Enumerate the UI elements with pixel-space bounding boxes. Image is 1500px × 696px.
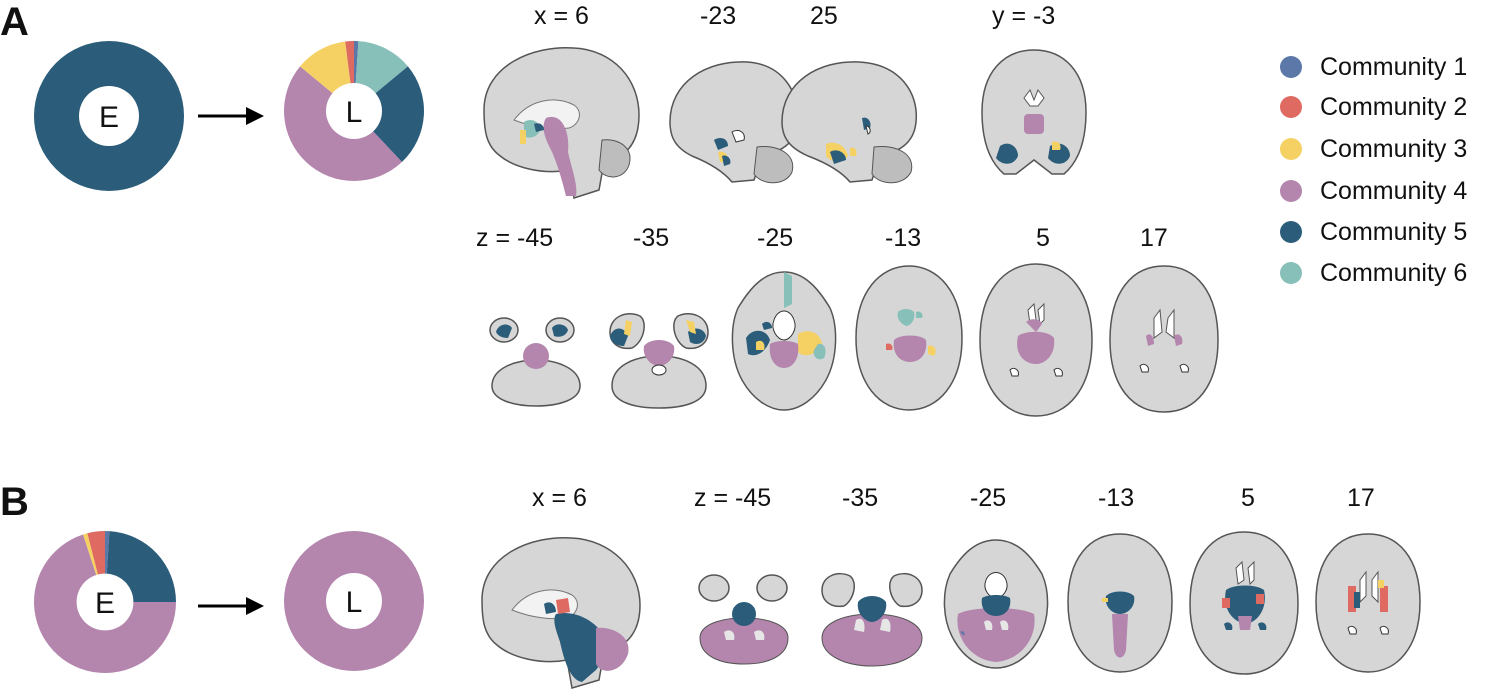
donut-hole (76, 573, 134, 631)
brain-slice-sagittal (481, 536, 641, 689)
brain-slice-axial (609, 312, 709, 409)
brain-slice-axial (698, 574, 789, 665)
donut-chart-a-late: L (284, 41, 424, 181)
legend-swatch (1280, 262, 1302, 284)
donut-hole (326, 83, 382, 139)
legend-item-community-5: Community 5 (1280, 217, 1467, 247)
arrow-right-icon (198, 597, 264, 615)
donut-center-label: L (346, 96, 363, 129)
panel-letter-a: A (0, 0, 29, 44)
brain-slice-axial (1067, 533, 1173, 673)
arrow-right-icon (198, 107, 264, 125)
donut-center-label: E (95, 587, 115, 620)
coord-label: -35 (842, 484, 879, 512)
legend-label: Community 5 (1320, 217, 1468, 246)
coord-label: 25 (810, 2, 838, 30)
coord-label: -25 (970, 484, 1007, 512)
brain-slice-axial (821, 572, 923, 667)
brain-slice-sagittal (483, 46, 640, 199)
legend-swatch (1280, 221, 1302, 243)
legend-item-community-2: Community 2 (1280, 92, 1467, 122)
brain-slice-axial (979, 263, 1093, 417)
donut-center-label: L (346, 586, 363, 619)
coord-label: -23 (700, 2, 737, 30)
panel-letter-b: B (0, 480, 29, 524)
coord-label: x = 6 (534, 2, 589, 30)
donut-center-label: E (99, 101, 119, 134)
brain-slice-sagittal (781, 61, 917, 184)
coord-label: -25 (757, 224, 794, 252)
legend-item-community-1: Community 1 (1280, 52, 1467, 82)
coord-label: -13 (885, 224, 922, 252)
coord-label: 5 (1036, 224, 1050, 252)
brain-slice-axial (943, 539, 1049, 669)
legend-item-community-4: Community 4 (1280, 176, 1467, 206)
brain-slice-axial (1315, 533, 1421, 673)
coord-label: 17 (1347, 484, 1375, 512)
legend-swatch (1280, 96, 1302, 118)
legend-label: Community 1 (1320, 52, 1468, 81)
coord-label: z = -45 (476, 224, 554, 252)
coord-label: 17 (1140, 224, 1168, 252)
legend-swatch (1280, 138, 1302, 160)
donut-hole (79, 86, 139, 146)
legend-swatch (1280, 180, 1302, 202)
legend-item-community-6: Community 6 (1280, 258, 1467, 288)
legend-item-community-3: Community 3 (1280, 134, 1467, 164)
legend-label: Community 4 (1320, 176, 1468, 205)
legend-label: Community 3 (1320, 134, 1468, 163)
legend-swatch (1280, 56, 1302, 78)
coord-label: -35 (633, 224, 670, 252)
donut-segment-community-5 (354, 66, 424, 163)
brain-slice-sagittal (669, 61, 799, 184)
brain-slice-axial (855, 265, 963, 411)
donut-chart-b-early: E (33, 531, 177, 673)
brain-slice-axial (1109, 265, 1219, 413)
legend-label: Community 6 (1320, 258, 1468, 287)
coord-label: y = -3 (992, 2, 1056, 30)
brain-slice-coronal (981, 49, 1087, 175)
donut-hole (326, 573, 382, 629)
donut-chart-a-early: E (34, 41, 184, 191)
donut-chart-b-late: L (284, 531, 424, 671)
coord-label: 5 (1241, 484, 1255, 512)
coord-label: z = -45 (694, 484, 772, 512)
legend-label: Community 2 (1320, 92, 1468, 121)
coord-label: -13 (1098, 484, 1135, 512)
brain-slice-axial (489, 317, 581, 407)
coord-label: x = 6 (532, 484, 587, 512)
brain-slice-axial (1189, 531, 1299, 675)
brain-slice-axial (731, 271, 837, 411)
